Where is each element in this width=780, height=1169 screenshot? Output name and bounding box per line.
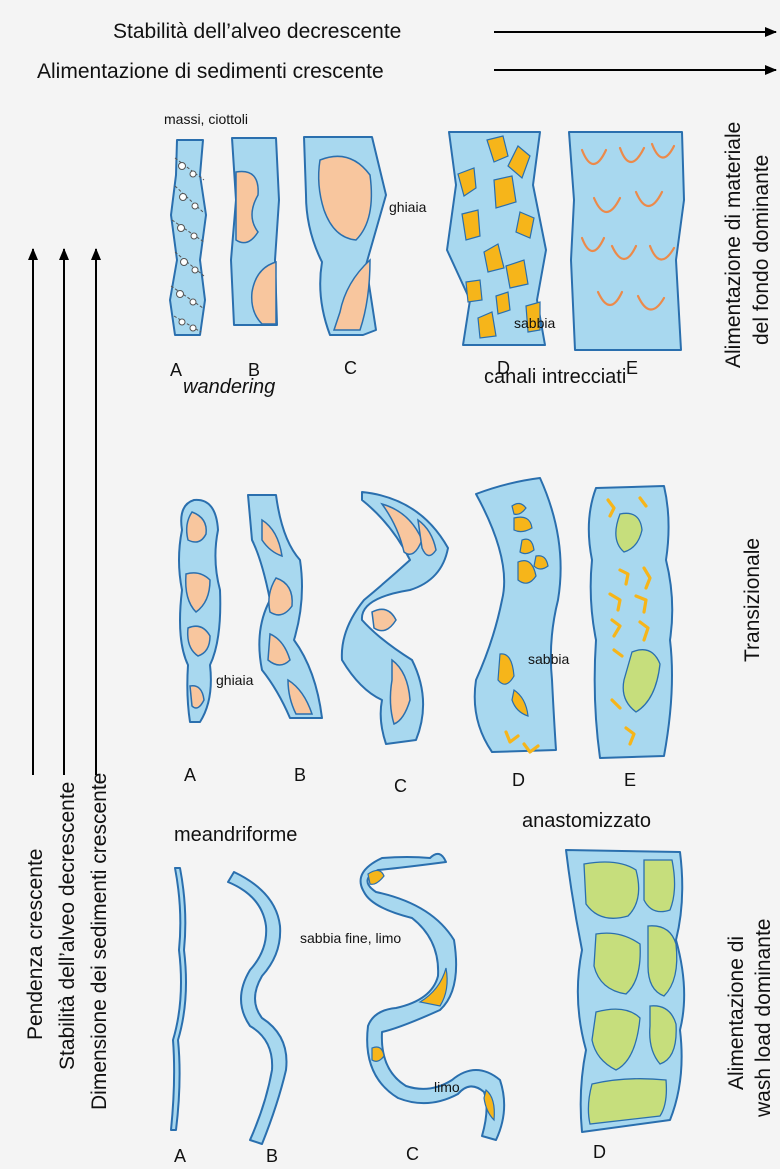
- row2-letter-d: D: [512, 770, 525, 790]
- row3-letter-d: D: [593, 1142, 606, 1162]
- right-label-bedload-2: del fondo dominante: [750, 155, 773, 345]
- label-sabbia-fine-limo: sabbia fine, limo: [300, 930, 401, 946]
- heading-meandriforme: meandriforme: [174, 824, 297, 846]
- channel-3d: [566, 850, 684, 1132]
- row1-letter-e: E: [626, 358, 638, 378]
- channel-1c: [304, 137, 386, 335]
- right-label-bedload-1: Alimentazione di materiale: [722, 122, 745, 368]
- left-label-stability: Stabilità dell’alveo decrescente: [56, 782, 79, 1070]
- label-massi-ciottoli: massi, ciottoli: [164, 111, 248, 127]
- top-label-supply: Alimentazione di sedimenti crescente: [37, 60, 384, 83]
- channel-1a: [170, 140, 206, 335]
- heading-canali-intrecciati: canali intrecciati: [484, 366, 626, 388]
- right-label-washload-1: Alimentazione di: [725, 936, 748, 1090]
- channel-2c: [342, 492, 448, 744]
- label-ghiaia-1: ghiaia: [389, 199, 427, 215]
- right-label-washload-2: wash load dominante: [752, 919, 775, 1118]
- row2-letter-a: A: [184, 765, 196, 785]
- label-sabbia-2: sabbia: [528, 651, 569, 667]
- row1-letter-c: C: [344, 358, 357, 378]
- channel-3b: [228, 872, 287, 1144]
- left-label-slope: Pendenza crescente: [24, 849, 47, 1040]
- channel-1b: [231, 138, 279, 325]
- row2-letter-e: E: [624, 770, 636, 790]
- label-ghiaia-2: ghiaia: [216, 672, 254, 688]
- channel-3c: [361, 854, 505, 1140]
- channel-2e: [589, 486, 672, 758]
- channel-1d: [447, 132, 546, 345]
- channel-2b: [248, 495, 322, 718]
- heading-wandering: wandering: [183, 376, 275, 398]
- row3-letter-c: C: [406, 1144, 419, 1164]
- top-label-stability: Stabilità dell’alveo decrescente: [113, 20, 401, 43]
- row3-letter-a: A: [174, 1146, 186, 1166]
- channel-3a: [171, 868, 186, 1130]
- label-sabbia-1: sabbia: [514, 315, 555, 331]
- row1-letter-a: A: [170, 360, 182, 380]
- right-label-transitional: Transizionale: [741, 538, 764, 662]
- channel-2a: [179, 500, 220, 722]
- row2-letter-c: C: [394, 776, 407, 796]
- label-limo: limo: [434, 1079, 460, 1095]
- row3-letter-b: B: [266, 1146, 278, 1166]
- channel-1e: [569, 132, 684, 350]
- left-label-size: Dimensione dei sedimenti crescente: [88, 773, 111, 1110]
- heading-anastomizzato: anastomizzato: [522, 810, 651, 832]
- channel-2d: [475, 478, 561, 752]
- row2-letter-b: B: [294, 765, 306, 785]
